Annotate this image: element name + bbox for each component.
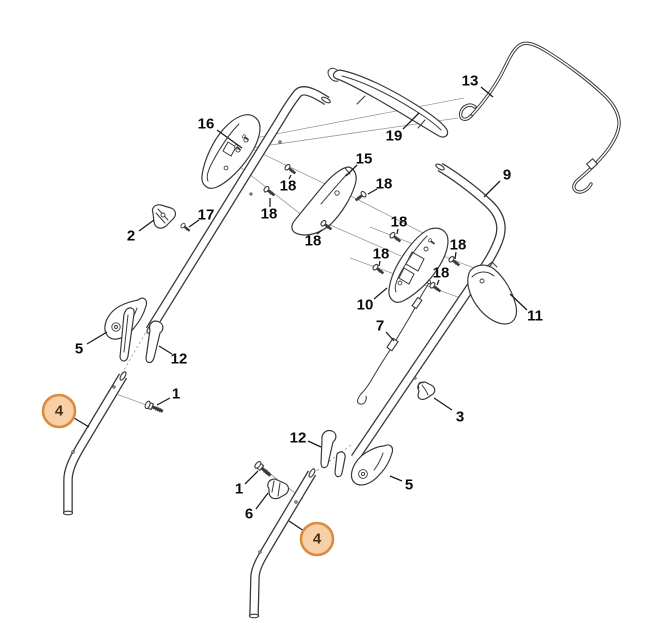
part-3-clamp bbox=[417, 381, 436, 401]
part-10-console bbox=[388, 227, 449, 303]
highlight-circle-4-left[interactable] bbox=[41, 393, 77, 429]
callout-18-5[interactable]: 18 bbox=[391, 214, 408, 231]
highlight-circle-4-right[interactable] bbox=[299, 521, 335, 557]
callout-15[interactable]: 15 bbox=[356, 151, 373, 168]
callout-17[interactable]: 17 bbox=[198, 207, 215, 224]
callout-18-7[interactable]: 18 bbox=[450, 237, 467, 254]
callout-12-right[interactable]: 12 bbox=[290, 430, 307, 447]
callout-13[interactable]: 13 bbox=[462, 73, 479, 90]
callout-18-1[interactable]: 18 bbox=[280, 178, 297, 195]
callout-16[interactable]: 16 bbox=[198, 116, 215, 133]
callout-5-left[interactable]: 5 bbox=[75, 341, 83, 358]
part-19-grip bbox=[327, 67, 449, 138]
highlight-callout-4-right[interactable]: 4 bbox=[313, 531, 322, 548]
part-16-console bbox=[201, 114, 261, 189]
callout-5-right[interactable]: 5 bbox=[405, 477, 413, 494]
part-12-bracket-right bbox=[320, 429, 346, 478]
callout-2[interactable]: 2 bbox=[127, 228, 135, 245]
callout-18-8[interactable]: 18 bbox=[433, 265, 450, 282]
callout-18-6[interactable]: 18 bbox=[373, 246, 390, 263]
callout-1-right[interactable]: 1 bbox=[235, 481, 243, 498]
screw-18-icon bbox=[387, 230, 404, 246]
bolt-1-icon bbox=[252, 458, 275, 481]
callout-labels: 16 2 17 15 19 13 9 10 11 7 3 5 5 12 12 1… bbox=[75, 73, 543, 523]
cable-13 bbox=[458, 41, 621, 194]
part-12-bracket-left bbox=[119, 307, 164, 364]
part-5-lever-right bbox=[350, 444, 394, 486]
callout-19[interactable]: 19 bbox=[386, 128, 403, 145]
part-6-clamp bbox=[267, 478, 290, 500]
callout-18-4[interactable]: 18 bbox=[376, 176, 393, 193]
screw-17-icon bbox=[178, 221, 193, 235]
highlighted-callouts: 4 4 bbox=[41, 393, 335, 557]
callout-18-2[interactable]: 18 bbox=[261, 206, 278, 223]
part-15-cover bbox=[291, 166, 357, 236]
part-2-clamp-block bbox=[151, 204, 177, 229]
callout-10[interactable]: 10 bbox=[357, 297, 374, 314]
handlebar-tubes bbox=[62, 86, 506, 619]
highlight-callout-4-left[interactable]: 4 bbox=[55, 403, 64, 420]
screw-18-icon bbox=[261, 184, 278, 200]
screw-18-icon bbox=[427, 280, 444, 296]
callout-12-left[interactable]: 12 bbox=[171, 351, 188, 368]
leader-lines bbox=[73, 86, 528, 532]
part-11-cover bbox=[467, 261, 518, 325]
callout-6[interactable]: 6 bbox=[245, 506, 253, 523]
callout-1-left[interactable]: 1 bbox=[172, 386, 180, 403]
cable-connector-band bbox=[585, 157, 599, 171]
callout-7[interactable]: 7 bbox=[376, 318, 384, 335]
callout-11[interactable]: 11 bbox=[527, 308, 543, 325]
callout-3[interactable]: 3 bbox=[456, 409, 464, 426]
callout-18-3[interactable]: 18 bbox=[305, 233, 322, 250]
callout-9[interactable]: 9 bbox=[503, 167, 511, 184]
upper-right-handle-tube-9 bbox=[351, 162, 506, 461]
